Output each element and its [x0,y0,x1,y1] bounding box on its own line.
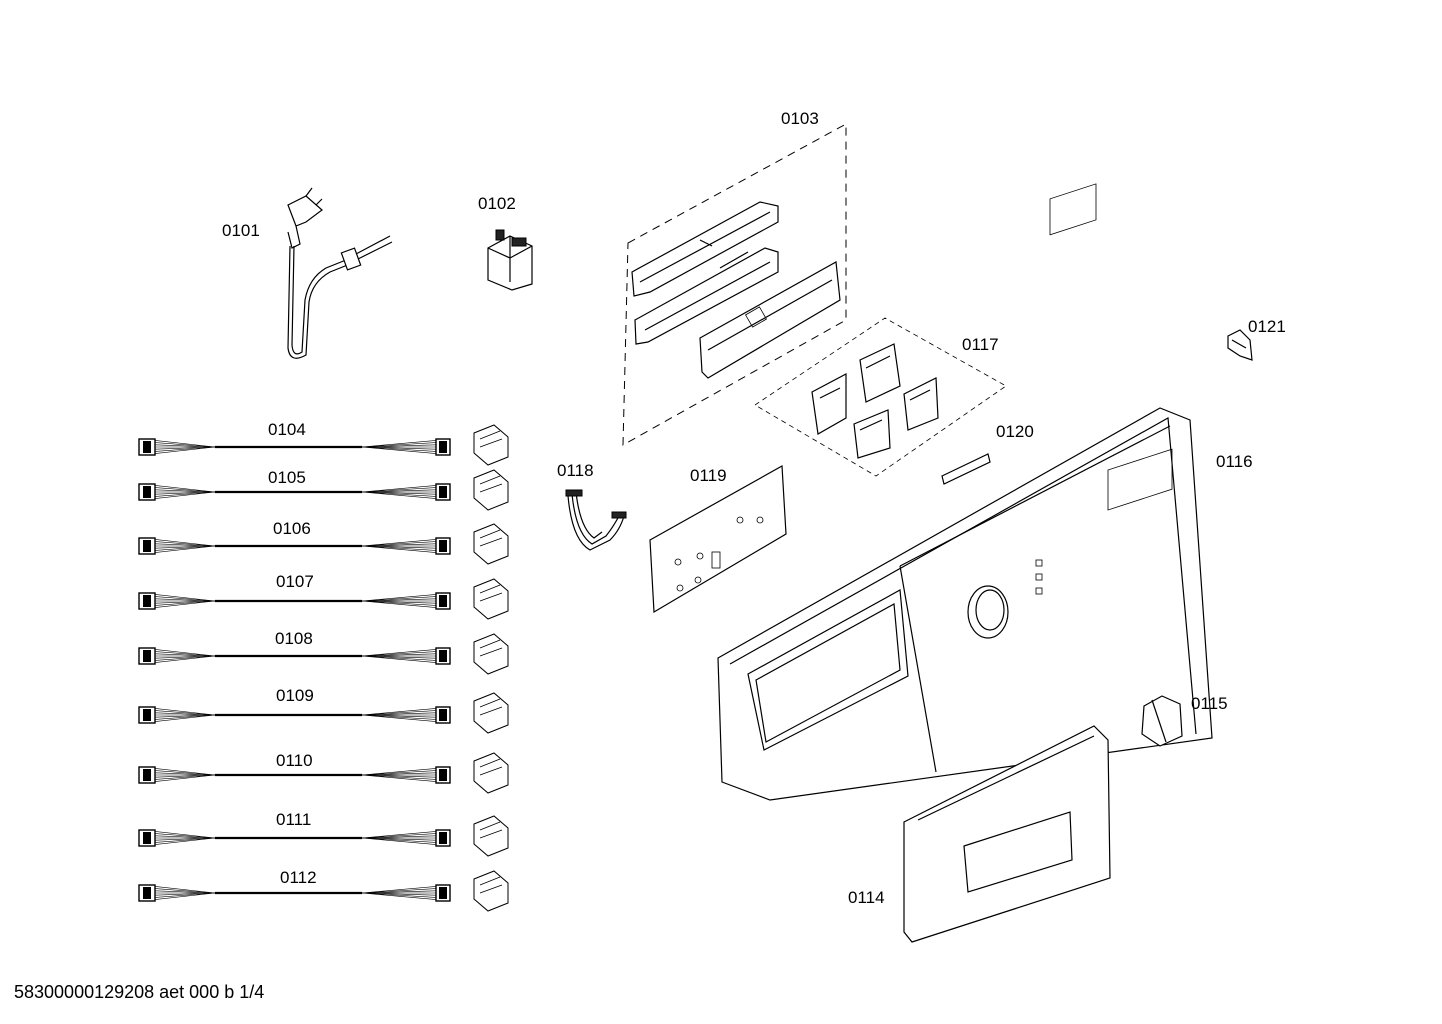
knob-drawing [1141,695,1183,747]
wire-harness-0112 [138,870,509,912]
button-set-drawing [754,317,1007,477]
part-label-0107: 0107 [276,572,314,591]
wire-harness-0110 [138,752,509,794]
document-code: 58300000129208 aet 000 b 1/4 [14,982,265,1002]
part-label-0104: 0104 [268,420,306,439]
harness-component-0110 [473,752,509,794]
part-label-0106: 0106 [273,519,311,538]
power-cord-drawing [287,187,393,359]
wire-harness-0105 [138,469,509,511]
wire-harness-0111 [138,815,509,857]
part-label-0102: 0102 [478,194,516,213]
clip-drawing [1227,329,1253,361]
part-label-0118: 0118 [557,461,594,480]
part-label-0116: 0116 [1216,452,1253,471]
display-window-drawing [941,453,991,485]
harness-component-0108 [473,633,509,675]
part-label-0119: 0119 [690,466,727,485]
wire-harness-set [138,424,509,912]
part-label-0117: 0117 [962,335,999,354]
part-label-0108: 0108 [275,629,313,648]
harness-component-0105 [473,469,509,511]
harness-component-0112 [473,870,509,912]
ribbon-cable-drawing [565,489,627,551]
control-panel-drawing [717,183,1213,801]
part-label-0114: 0114 [848,888,885,907]
wire-harness-0107 [138,578,509,620]
harness-component-0109 [473,692,509,734]
pcb-drawing [649,465,787,614]
part-label-0115: 0115 [1191,694,1228,713]
part-label-0121: 0121 [1248,317,1286,336]
wire-harness-0106 [138,523,509,565]
part-label-0109: 0109 [276,686,314,705]
part-label-0120: 0120 [996,422,1034,441]
part-label-0110: 0110 [276,751,313,770]
part-label-0112: 0112 [280,868,317,887]
wire-harness-0109 [138,692,509,734]
wire-harness-0104 [138,424,509,466]
filter-component-drawing [487,229,533,291]
harness-component-0111 [473,815,509,857]
wire-harness-0108 [138,633,509,675]
part-label-0103: 0103 [781,109,819,128]
drawer-handle-drawing [903,725,1111,943]
part-label-0101: 0101 [222,221,260,240]
control-module-drawing [622,123,847,446]
harness-component-0104 [473,424,509,466]
part-label-0105: 0105 [268,468,306,487]
part-label-0111: 0111 [276,810,312,829]
harness-component-0107 [473,578,509,620]
harness-component-0106 [473,523,509,565]
